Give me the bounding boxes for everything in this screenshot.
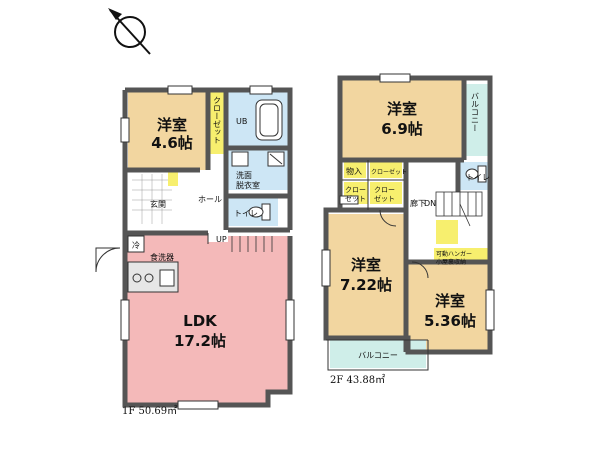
hall-label: 廊下: [410, 198, 426, 208]
kitchen-counter: [127, 261, 179, 293]
closet-label: 物入: [346, 166, 362, 176]
door-swing-icon: [379, 209, 397, 227]
closet-label: ゼット: [345, 194, 366, 203]
floor2-area: 2F 43.88㎡: [330, 374, 385, 386]
toilet-label: トイレ: [466, 173, 490, 182]
entrance-label: 玄関: [150, 199, 166, 209]
stairs-icon: [231, 236, 273, 252]
toilet-icon: [465, 165, 487, 183]
closet-label: クローゼット: [213, 96, 222, 144]
closet-label: クロー: [374, 186, 395, 194]
washing-machine-icon: [231, 151, 249, 167]
bath-label: UB: [236, 117, 247, 126]
closet-1f: [208, 92, 226, 154]
door-swing-icon: [95, 247, 121, 273]
ldk-name: LDK: [183, 312, 218, 330]
room-size: 4.6帖: [151, 134, 193, 152]
stove-icon: [132, 273, 154, 283]
wash-room-label: 洗面: [236, 170, 252, 180]
bathtub-icon: [255, 99, 283, 141]
toilet-label: トイレ: [234, 209, 258, 218]
loft-closet-b: [434, 248, 488, 260]
toilet-icon: [248, 203, 271, 221]
floor1-area: 1F 50.69㎡: [122, 405, 177, 417]
stairs-icon: [435, 191, 483, 227]
windows-1f: [120, 85, 295, 410]
closet-2f-d: [370, 182, 402, 204]
entrance-tiles: [132, 174, 172, 224]
refrigerator-icon: [127, 235, 145, 253]
down-label: DN: [424, 199, 436, 208]
closet-label: クロー: [345, 186, 366, 194]
western-room-right: [408, 264, 488, 352]
closet-2f-b: [370, 162, 402, 178]
windows-2f: [321, 73, 495, 331]
balcony-right: [466, 84, 488, 156]
loft-label: 小屋裏収納: [436, 258, 466, 266]
floor1: 洋室 4.6帖 クローゼット UB 洗面 脱衣室 ホール 玄関 トイレ UP 冷…: [95, 85, 295, 417]
closet-2f-a: [344, 162, 366, 178]
floor2: 洋室 6.9帖 バルコニー 洋室 7.22帖 洋室 5.36帖 バルコニー 物入…: [321, 73, 495, 386]
storage-label: UP: [216, 235, 227, 244]
closet-label: ゼット: [374, 194, 395, 203]
room-size: 5.36帖: [424, 312, 476, 330]
balcony-label: バルコニー: [358, 351, 398, 360]
fridge-label: 冷: [132, 240, 140, 250]
door-swing-icon: [411, 261, 429, 279]
ldk-size: 17.2帖: [174, 332, 226, 350]
closet-label: クローゼット: [371, 168, 407, 176]
room-name: 洋室: [157, 116, 187, 134]
kitchen-sink-icon: [159, 269, 175, 287]
room-size: 7.22帖: [340, 276, 392, 294]
western-room-left: [326, 214, 406, 338]
hall-label: ホール: [198, 195, 222, 204]
wash-room-label: 脱衣室: [236, 180, 260, 190]
loft-label: 可動ハンガー: [436, 250, 472, 258]
kitchen-label: 食洗器: [150, 252, 174, 262]
north-arrow-icon: [108, 8, 151, 55]
loft-closet-a: [436, 220, 458, 244]
washbasin-icon: [267, 151, 285, 167]
western-room-top: [342, 80, 464, 158]
room-size: 6.9帖: [381, 120, 423, 138]
shoe-storage: [168, 172, 178, 186]
balcony-label: バルコニー: [471, 92, 480, 132]
room-name: 洋室: [435, 292, 465, 310]
western-room-1f: [128, 92, 208, 170]
room-name: 洋室: [351, 256, 381, 274]
room-name: 洋室: [387, 100, 417, 118]
